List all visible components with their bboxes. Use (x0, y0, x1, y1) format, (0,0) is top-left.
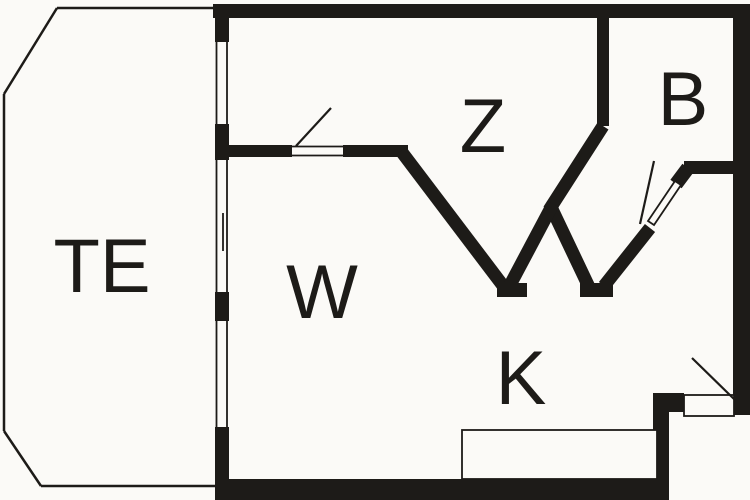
wall-top (213, 4, 750, 18)
room-label-b: B (658, 57, 709, 142)
wall-wz-diagonal (395, 147, 510, 291)
kitchen-counter (461, 429, 658, 480)
entry-door-opening (683, 394, 735, 417)
wall-wz-left (229, 145, 292, 157)
wall-wk-diagonal (503, 200, 559, 291)
room-label-w: W (286, 250, 358, 335)
exterior-walls (213, 4, 750, 500)
wall-zb-vertical (597, 18, 609, 126)
window-3 (215, 321, 228, 427)
door-swing-b (638, 160, 656, 225)
wall-right (733, 4, 750, 415)
terrace-wall-chamfer-bottom (2, 430, 43, 487)
window-1 (215, 42, 228, 124)
interior-walls (229, 18, 733, 297)
door-swing-entry (691, 357, 736, 401)
b-door-leaf-panel (646, 179, 683, 227)
wall-left-segment-1 (215, 4, 229, 42)
wall-zb-zigzag (543, 122, 609, 290)
door-swings (295, 107, 736, 401)
windows-left-wall (215, 42, 228, 427)
room-label-k: K (496, 336, 547, 421)
door-jamb-foot-right (580, 283, 613, 297)
wall-b-horizontal (684, 161, 733, 174)
terrace-wall-chamfer-top (2, 7, 59, 95)
wall-left-segment-2 (215, 124, 229, 160)
wall-wz-right (343, 145, 408, 157)
room-label-terrace: TE (53, 224, 150, 309)
terrace-outline (2, 6, 215, 488)
wall-bottom (215, 479, 669, 500)
wall-left-segment-4 (215, 427, 229, 500)
wall-entry-stub (653, 393, 684, 412)
wall-left-segment-3 (215, 292, 229, 321)
fixtures (461, 179, 735, 480)
door-swing-z (295, 107, 332, 147)
room-label-z: Z (460, 84, 506, 169)
door-jamb-foot-left (497, 283, 527, 297)
window-2 (215, 160, 228, 292)
room-labels: TE Z B W K (53, 57, 708, 421)
wall-kb-diagonal (598, 223, 656, 291)
